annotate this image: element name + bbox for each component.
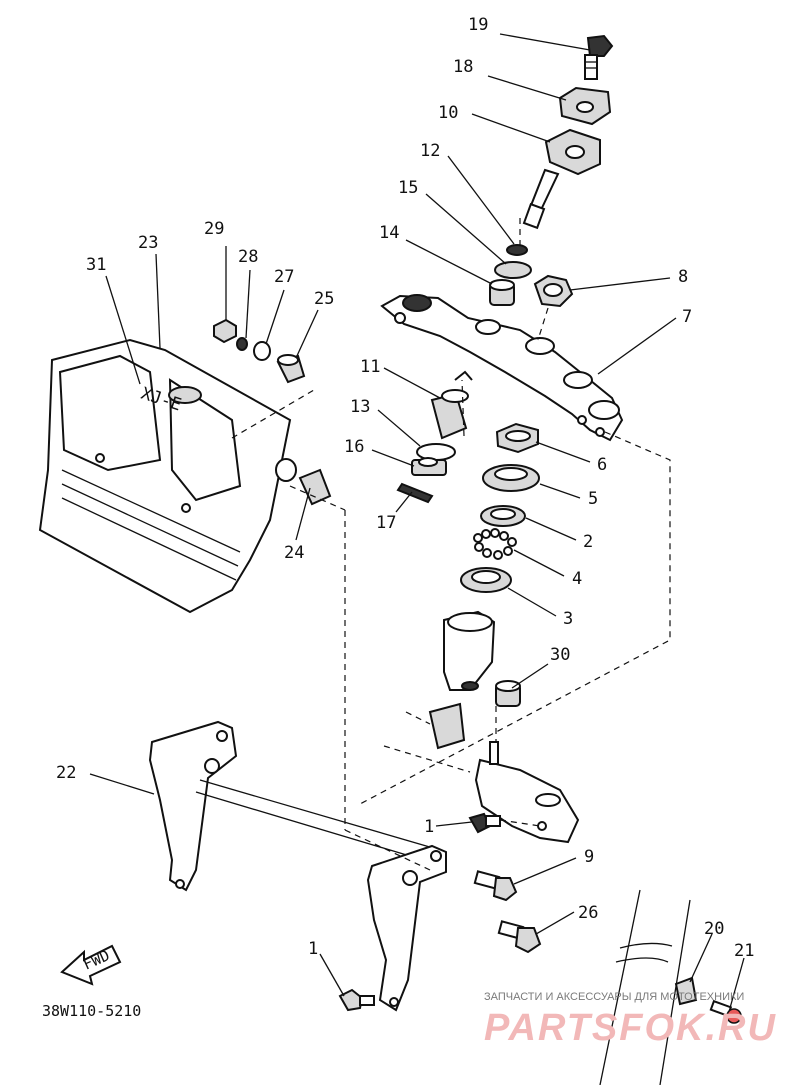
part-1-bolt-lower [338, 988, 375, 1012]
part-21-bolt [709, 999, 742, 1024]
front-fork-tube [599, 889, 691, 1085]
callout-2: 2 [583, 532, 593, 552]
part-11-collar [430, 370, 473, 440]
callout-31: 31 [86, 255, 106, 275]
part-20-clamp [674, 976, 698, 1006]
callout-22: 22 [56, 763, 76, 783]
diagram-code: 38W110-5210 [42, 1002, 141, 1020]
callout-21: 21 [734, 941, 754, 961]
part-6-ring-nut [495, 422, 539, 454]
callout-14: 14 [379, 223, 399, 243]
part-15-washer [494, 261, 532, 279]
callout-5: 5 [588, 489, 598, 509]
callout-16: 16 [344, 437, 364, 457]
part-16-nut [411, 457, 447, 476]
fwd-arrow: FWD [60, 944, 122, 986]
part-7-bracket [380, 294, 624, 442]
callout-7: 7 [682, 307, 692, 327]
callout-17: 17 [376, 513, 396, 533]
callout-12: 12 [420, 141, 440, 161]
part-8-nut [533, 274, 574, 308]
callout-24: 24 [284, 543, 304, 563]
part-10-handlebar-holder-lower [522, 128, 601, 230]
callout-15: 15 [398, 178, 418, 198]
callout-25: 25 [314, 289, 334, 309]
part-4-balls [473, 528, 517, 560]
callout-26: 26 [578, 903, 598, 923]
part-2-race [480, 505, 526, 527]
callout-4: 4 [572, 569, 582, 589]
callout-29: 29 [204, 219, 224, 239]
watermark: ЗАПЧАСТИ И АКСЕССУАРЫ ДЛЯ МОТОТЕХНИКИ PA… [484, 991, 777, 1049]
callout-13: 13 [350, 397, 370, 417]
watermark-logo: PARTSFOK.RU [484, 1007, 777, 1049]
callout-18: 18 [453, 57, 473, 77]
callout-20: 20 [704, 919, 724, 939]
part-19-bolt [584, 34, 614, 80]
callout-9: 9 [584, 847, 594, 867]
callout-30: 30 [550, 645, 570, 665]
callout-8: 8 [678, 267, 688, 287]
part-23-headlight-cover [38, 338, 292, 614]
part-1-bolt-upper [468, 812, 501, 834]
callout-11: 11 [360, 357, 380, 377]
callout-1-upper: 1 [424, 817, 434, 837]
callout-10: 10 [438, 103, 458, 123]
part-14-collar [489, 279, 515, 306]
callout-27: 27 [274, 267, 294, 287]
assembly-lines [231, 218, 671, 871]
part-24-grommet [275, 458, 332, 506]
part-9-bolt [473, 870, 518, 902]
part-3-race [460, 567, 512, 593]
watermark-caption: ЗАПЧАСТИ И АКСЕССУАРЫ ДЛЯ МОТОТЕХНИКИ [484, 991, 744, 1003]
callout-6: 6 [597, 455, 607, 475]
callout-1-lower: 1 [308, 939, 318, 959]
part-13-washer [416, 443, 456, 461]
part-27-washer [253, 341, 271, 361]
part-26-bolt [497, 920, 542, 954]
steering-stem [428, 610, 580, 844]
part-25-collar [276, 354, 306, 384]
part-5-cover [482, 464, 540, 492]
callout-23: 23 [138, 233, 158, 253]
callout-28: 28 [238, 247, 258, 267]
leader-lines [89, 33, 745, 1009]
part-18-handlebar-holder-upper [558, 86, 612, 126]
callout-3: 3 [563, 609, 573, 629]
callout-19: 19 [468, 15, 488, 35]
part-28-washer [236, 337, 248, 351]
part-22-headlight-stay [148, 720, 447, 1012]
part-29-nut [213, 318, 237, 344]
part-12-washer [506, 244, 528, 256]
part-30-damper [495, 680, 521, 707]
part-17-bolt [396, 482, 434, 504]
callout-labels: 19 18 10 12 15 14 8 7 11 13 16 17 6 5 2 … [56, 15, 754, 961]
